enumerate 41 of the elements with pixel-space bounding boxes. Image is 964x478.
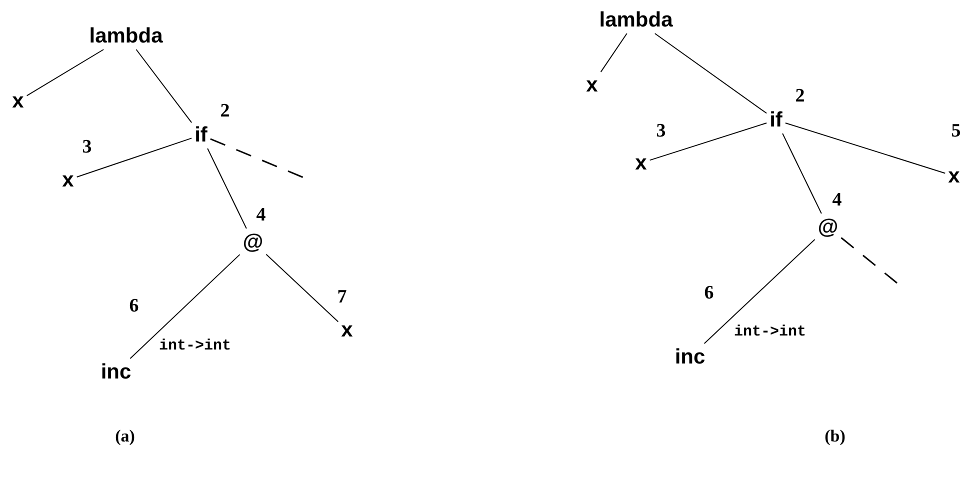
node-label: if	[770, 110, 782, 130]
subfigure-caption: (b)	[824, 428, 846, 444]
tree-line	[784, 122, 946, 174]
tree-line	[26, 49, 104, 96]
tree-line	[654, 33, 768, 114]
tree-line	[130, 254, 240, 359]
node-label: if	[194, 124, 208, 146]
node-number: 2	[795, 86, 805, 106]
node-label: x	[12, 90, 24, 112]
node-number: 2	[220, 102, 230, 120]
tree-line	[266, 254, 339, 322]
subfigure-caption: (a)	[115, 428, 135, 444]
node-number: 6	[704, 284, 714, 302]
node-label: lambda	[599, 10, 673, 30]
tree-line	[782, 133, 822, 214]
dashed-line	[840, 237, 898, 284]
node-number: 3	[82, 138, 92, 156]
node-label: @	[242, 232, 264, 252]
tree-line	[600, 33, 628, 72]
node-number: 7	[337, 288, 347, 306]
node-number: 3	[656, 122, 666, 140]
node-label: lambda	[89, 26, 163, 46]
node-label: x	[341, 320, 353, 340]
tree-line	[76, 138, 192, 178]
node-number: 6	[129, 296, 139, 316]
node-label: inc	[674, 346, 706, 368]
tree-line	[207, 148, 247, 229]
tree-line	[136, 49, 192, 124]
tree-line	[704, 238, 816, 344]
node-label: x	[948, 166, 960, 186]
node-number: 5	[951, 122, 961, 140]
node-number: 4	[256, 206, 266, 224]
type-annotation: int->int	[159, 338, 231, 354]
tree-line	[649, 122, 768, 161]
node-label: x	[62, 170, 74, 190]
node-label: inc	[100, 362, 132, 382]
node-number: 4	[832, 190, 842, 210]
node-label: x	[586, 74, 598, 96]
type-annotation: int->int	[734, 324, 806, 340]
node-label: @	[818, 216, 838, 238]
node-label: x	[635, 152, 647, 174]
